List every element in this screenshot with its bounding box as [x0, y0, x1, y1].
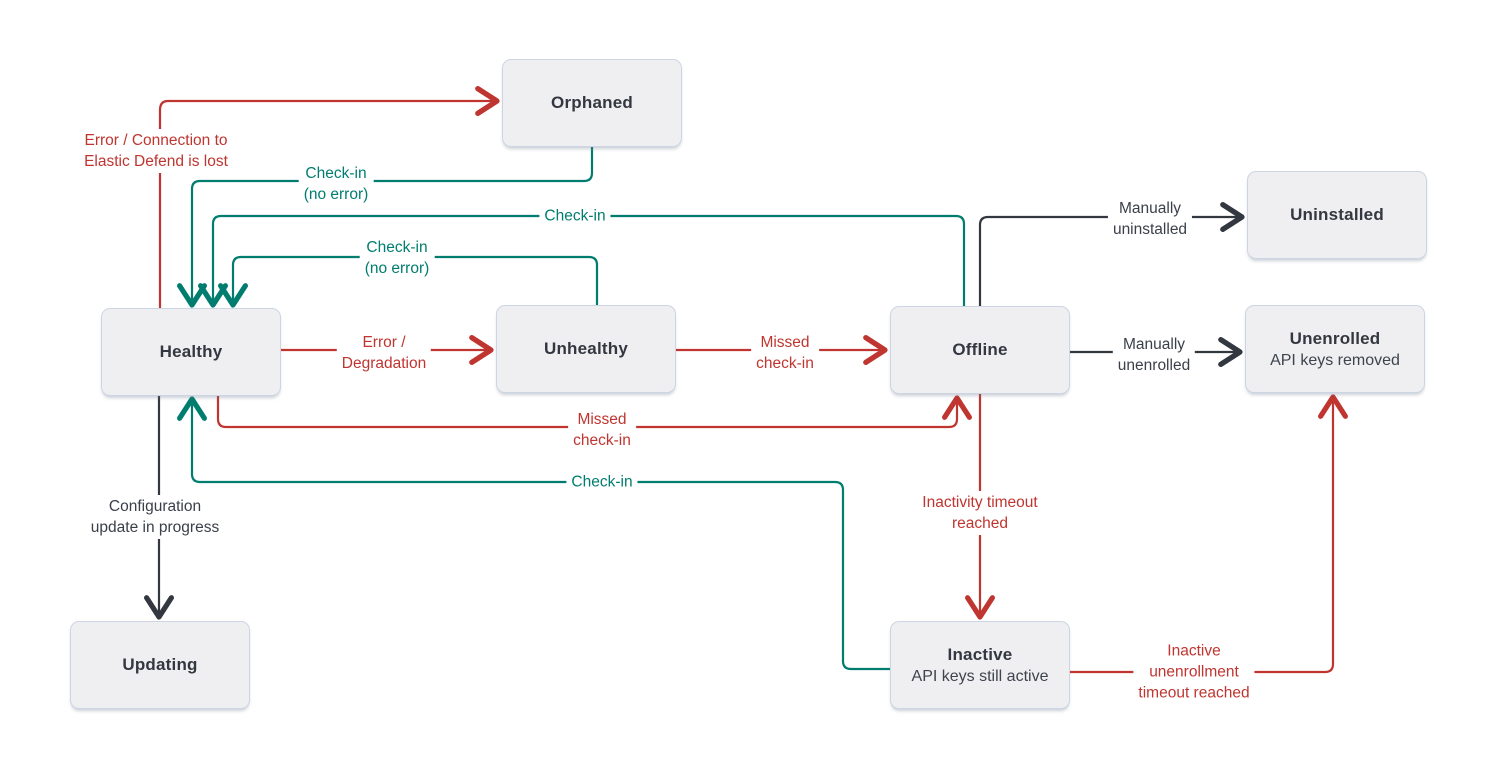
edge-label-error-connection: Error / Connection to Elastic Defend is … — [79, 129, 233, 173]
state-offline-label: Offline — [952, 340, 1008, 359]
edge-orphaned-to-healthy — [177, 147, 594, 308]
state-unhealthy-label: Unhealthy — [544, 339, 628, 358]
state-updating: Updating — [70, 621, 250, 709]
edge-healthy-to-orphaned — [158, 86, 500, 308]
edge-label-missed-checkin-to-offline: Missed check-in — [751, 331, 819, 375]
state-unenrolled-label: Unenrolled — [1289, 328, 1381, 348]
edge-label-error-degradation: Error / Degradation — [336, 331, 432, 375]
state-orphaned: Orphaned — [502, 59, 682, 147]
edge-offline-to-healthy — [198, 214, 966, 308]
state-uninstalled: Uninstalled — [1247, 171, 1427, 259]
edge-label-checkin-from-offline: Check-in — [539, 204, 611, 228]
edge-offline-to-uninstalled — [978, 202, 1245, 306]
state-inactive-label: Inactive — [947, 644, 1013, 664]
edge-label-inactive-unenrollment-timeout: Inactive unenrollment timeout reached — [1133, 639, 1255, 705]
state-unenrolled-sublabel: API keys removed — [1270, 351, 1400, 369]
state-orphaned-label: Orphaned — [551, 93, 633, 112]
state-unenrolled: Unenrolled API keys removed — [1245, 305, 1425, 393]
edge-label-checkin-no-error-unhealthy: Check-in (no error) — [359, 236, 435, 280]
edge-inactive-to-unenrolled — [1068, 394, 1348, 674]
state-unhealthy: Unhealthy — [496, 305, 676, 393]
state-healthy: Healthy — [101, 308, 281, 396]
state-uninstalled-label: Uninstalled — [1290, 205, 1384, 224]
state-inactive: Inactive API keys still active — [890, 621, 1070, 709]
edge-label-checkin-from-inactive: Check-in — [566, 470, 638, 494]
edge-label-checkin-no-error-orphaned: Check-in (no error) — [298, 162, 374, 206]
edge-label-inactivity-timeout: Inactivity timeout reached — [917, 491, 1043, 535]
state-healthy-label: Healthy — [159, 342, 223, 361]
state-updating-label: Updating — [122, 655, 198, 674]
edge-label-missed-checkin-from-healthy: Missed check-in — [568, 408, 636, 452]
state-offline: Offline — [890, 306, 1070, 394]
state-inactive-sublabel: API keys still active — [911, 667, 1049, 685]
edge-label-manually-uninstalled: Manually uninstalled — [1107, 197, 1193, 241]
edge-inactive-to-healthy — [177, 396, 890, 671]
edge-label-configuration-update: Configuration update in progress — [85, 495, 225, 539]
edge-label-manually-unenrolled: Manually unenrolled — [1112, 333, 1196, 377]
